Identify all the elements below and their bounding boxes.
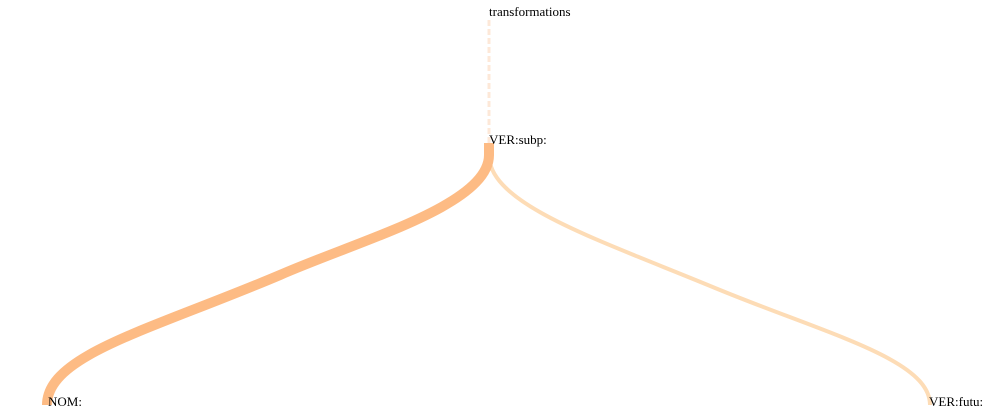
link-verb-subp-to-nom	[42, 143, 494, 406]
link-verb-subp-to-verb-futu	[487, 154, 932, 406]
node-label-verb-futu: VER:futu:	[929, 394, 983, 409]
node-label-root: transformations	[489, 4, 571, 19]
node-label-nom: NOM:	[48, 394, 82, 409]
node-label-verb-subp: VER:subp:	[489, 132, 547, 147]
